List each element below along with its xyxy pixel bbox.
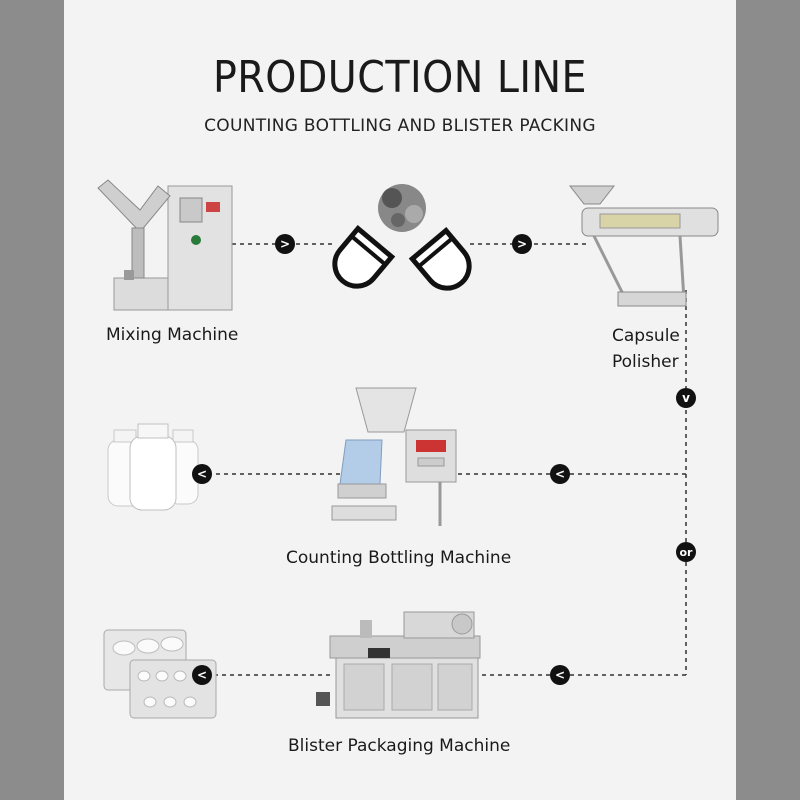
connector-lines xyxy=(190,243,687,676)
counting-bottling-machine-image xyxy=(331,387,457,526)
label-counting-bottling-machine: Counting Bottling Machine xyxy=(286,548,512,568)
connector-glyph: < xyxy=(555,668,565,682)
page-subtitle: COUNTING BOTTLING AND BLISTER PACKING xyxy=(204,116,596,136)
connector-left-1: < xyxy=(550,464,570,484)
connector-glyph: < xyxy=(197,668,207,682)
capsule-polisher-image xyxy=(568,185,719,307)
label-polisher: Polisher xyxy=(612,352,679,372)
connector-right-1: > xyxy=(275,234,295,254)
connector-glyph: < xyxy=(197,467,207,481)
connector-glyph: > xyxy=(280,237,290,251)
label-mixing-machine: Mixing Machine xyxy=(106,325,239,345)
blister-packaging-machine-image xyxy=(316,611,481,719)
label-capsule: Capsule xyxy=(612,326,680,346)
connector-right-2: > xyxy=(512,234,532,254)
page-title: PRODUCTION LINE xyxy=(212,52,588,103)
mixing-machine-image xyxy=(97,179,233,311)
connector-glyph: v xyxy=(682,391,690,405)
connector-left-4: < xyxy=(192,665,212,685)
label-blister-packaging-machine: Blister Packaging Machine xyxy=(288,736,511,756)
connector-down: v xyxy=(676,388,696,408)
connector-glyph: > xyxy=(517,237,527,251)
connector-glyph: < xyxy=(555,467,565,481)
connector-left-2: < xyxy=(192,464,212,484)
bottles-image xyxy=(107,423,199,511)
connector-glyph: or xyxy=(680,546,694,559)
connector-or: or xyxy=(676,542,696,562)
capsule-illustration xyxy=(332,184,472,291)
connector-left-3: < xyxy=(550,665,570,685)
